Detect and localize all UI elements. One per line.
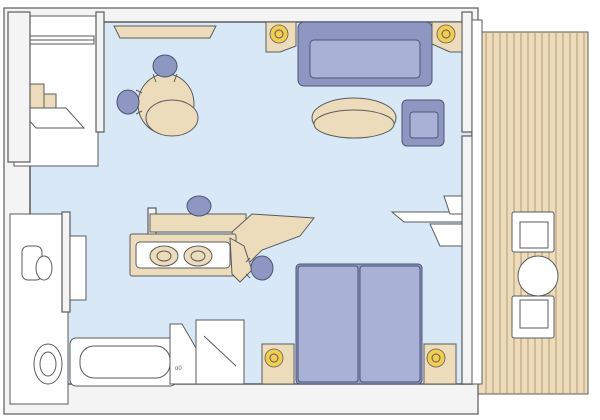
vanity-desk bbox=[129, 207, 315, 283]
sink bbox=[183, 245, 213, 267]
nightstand bbox=[261, 343, 295, 385]
partition-wall bbox=[7, 11, 31, 163]
balcony-chair bbox=[511, 211, 555, 253]
coffee-table bbox=[311, 97, 397, 139]
dining-chair bbox=[152, 54, 178, 83]
armchair bbox=[401, 99, 445, 147]
balcony-table bbox=[517, 255, 559, 297]
nightstand bbox=[431, 21, 463, 53]
sink bbox=[149, 245, 179, 267]
toilet bbox=[21, 245, 53, 281]
nightstand bbox=[265, 21, 297, 53]
dining-area bbox=[113, 25, 217, 137]
bathroom-cabinet: o0 bbox=[169, 319, 245, 385]
partition-wall bbox=[461, 11, 473, 133]
bathroom: o0 bbox=[9, 211, 245, 405]
desk-chair bbox=[186, 195, 212, 217]
balcony-door bbox=[471, 19, 483, 385]
divider-panel bbox=[390, 195, 463, 247]
desk-chair bbox=[245, 255, 274, 281]
nightstand bbox=[423, 343, 457, 385]
table-lamp bbox=[436, 24, 456, 44]
closet-rail bbox=[23, 39, 95, 45]
partition-wall bbox=[95, 11, 105, 133]
bathtub bbox=[69, 337, 177, 387]
table-lamp bbox=[426, 348, 446, 368]
sofa bbox=[297, 21, 433, 87]
wall-console bbox=[113, 25, 217, 39]
dining-chair bbox=[116, 89, 143, 115]
table-lamp bbox=[264, 348, 284, 368]
washbasin bbox=[33, 343, 63, 385]
table-lamp bbox=[269, 24, 289, 44]
double-bed bbox=[295, 263, 423, 385]
balcony-chair bbox=[511, 295, 555, 339]
tap-mark: o0 bbox=[175, 366, 182, 372]
